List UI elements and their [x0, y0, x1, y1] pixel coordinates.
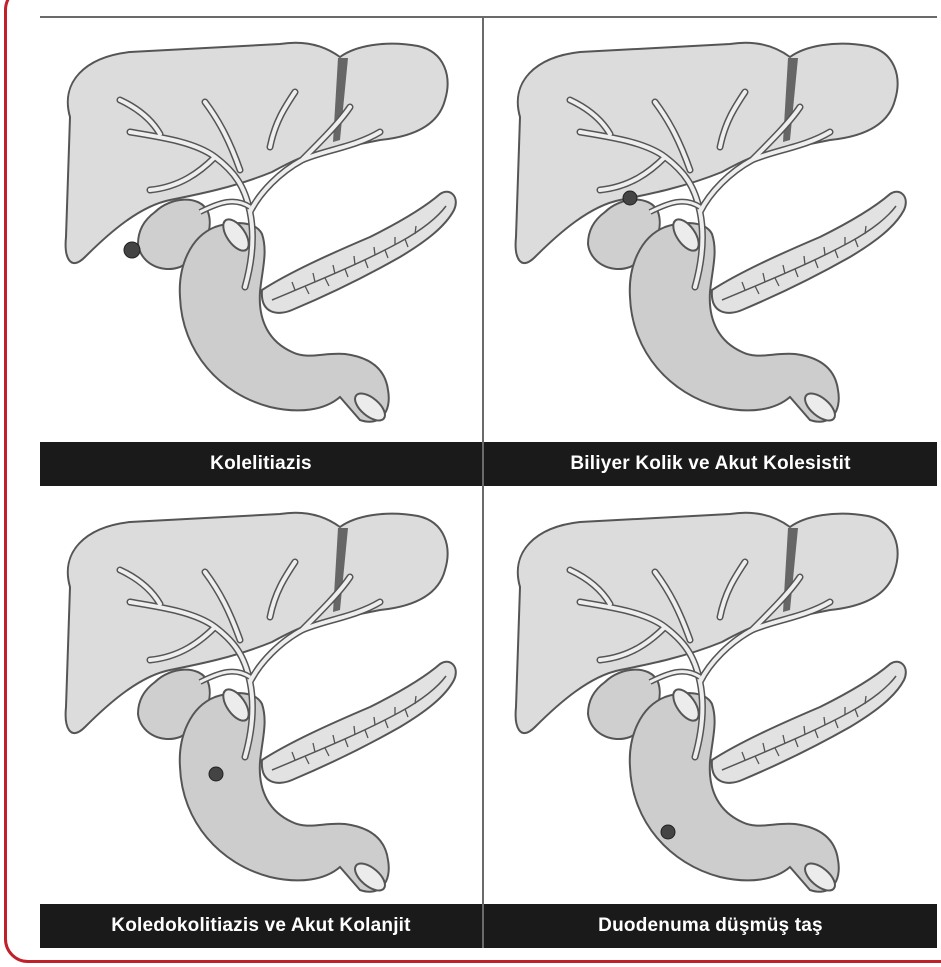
caption-cholelithiasis: Kolelitiazis [40, 442, 482, 486]
panel-cholelithiasis [40, 22, 480, 442]
top-divider [40, 16, 937, 18]
cystic-duct-stone-illustration [490, 22, 930, 442]
gallstone-panels: Kolelitiazis Biliyer Kolik ve Akut Koles… [40, 16, 937, 948]
stone-marker [661, 825, 675, 839]
gallbladder-stone-illustration [40, 22, 480, 442]
stone-marker [623, 191, 637, 205]
duodenal-stone-illustration [490, 492, 930, 912]
panel-biliary-colic [490, 22, 930, 442]
panel-choledocholithiasis [40, 492, 480, 912]
caption-duodenal-stone: Duodenuma düşmüş taş [484, 904, 937, 948]
caption-biliary-colic: Biliyer Kolik ve Akut Kolesistit [484, 442, 937, 486]
stone-marker [209, 767, 223, 781]
panel-duodenal-stone [490, 492, 930, 912]
caption-choledocholithiasis: Koledokolitiazis ve Akut Kolanjit [40, 904, 482, 948]
stone-marker [124, 242, 140, 258]
common-bile-duct-stone-illustration [40, 492, 480, 912]
